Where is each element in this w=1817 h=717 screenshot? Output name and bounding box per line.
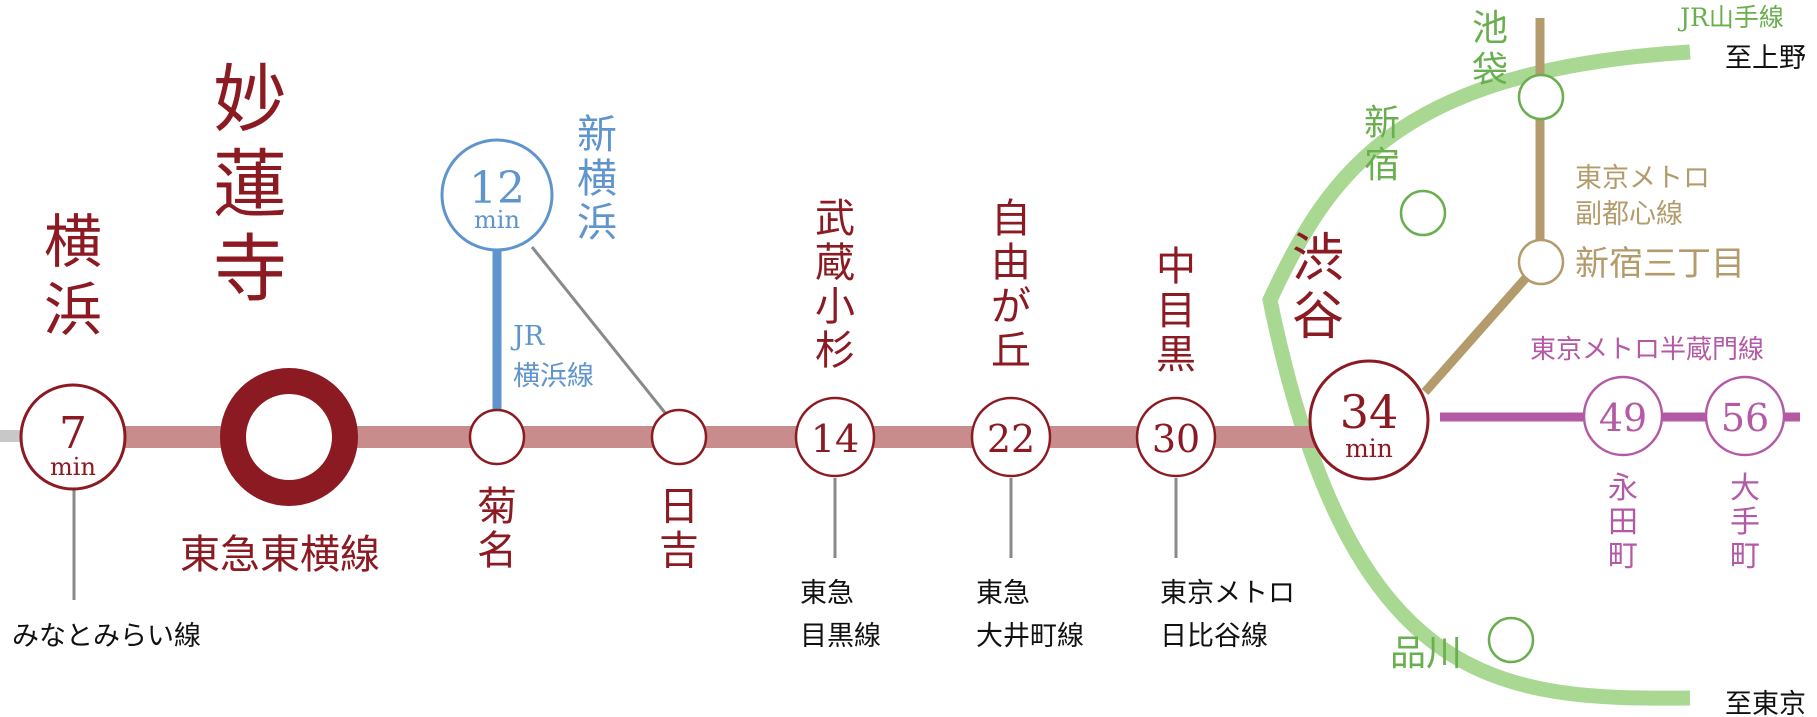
shibuya-unit: min: [1345, 434, 1393, 463]
station-nagatacho: 49: [1582, 375, 1664, 457]
destination-ueno: 至上野: [1725, 43, 1806, 74]
shinyokohama-connector: [530, 246, 668, 415]
hibiya-line-label-2: 日比谷線: [1160, 621, 1268, 652]
shinagawa-label: 品川: [1390, 633, 1462, 674]
shinjukusanchome-label: 新宿三丁目: [1575, 244, 1745, 284]
station-otemachi: 56: [1704, 375, 1786, 457]
nakameguro-time: 30: [1152, 417, 1200, 461]
hibiya-line-label-1: 東京メトロ: [1160, 578, 1295, 609]
station-nakameguro: 30: [1135, 396, 1217, 478]
jr-yokohama-label-1: JR: [510, 321, 545, 352]
station-ikebukuro: [1517, 73, 1565, 121]
yamanote-line-label: JR山手線: [1677, 3, 1784, 32]
meguro-line-label-2: 目黒線: [800, 621, 881, 652]
station-shibuya: 34 min: [1308, 359, 1430, 481]
minatomirai-line-label: みなとみらい線: [12, 621, 201, 652]
station-name-kikuna: 菊名: [477, 484, 517, 574]
station-shinjukusanchome: [1517, 238, 1565, 286]
nagatacho-time: 49: [1599, 396, 1647, 440]
meguro-line-label-1: 東急: [800, 578, 854, 609]
shinyokohama-unit: min: [474, 206, 520, 234]
shinyokohama-time: 12: [469, 163, 525, 214]
station-name-myorenji: 妙蓮寺: [213, 57, 287, 313]
jr-yokohama-label-2: 横浜線: [513, 361, 594, 392]
oimachi-line-label-1: 東急: [976, 578, 1030, 609]
station-myorenji: [220, 368, 358, 506]
station-name-otemachi: 大手町: [1730, 471, 1760, 574]
toyoko-line-stub: [0, 430, 22, 442]
station-name-hiyoshi: 日吉: [659, 484, 699, 574]
station-name-yokohama: 横浜: [44, 208, 102, 344]
fukutoshin-line-label-1: 東京メトロ: [1575, 163, 1710, 194]
station-name-jiyugaoka: 自由が丘: [991, 196, 1031, 374]
fukutoshin-line-label-2: 副都心線: [1575, 199, 1683, 230]
station-name-nakameguro: 中目黒: [1156, 244, 1196, 378]
station-hiyoshi: [650, 408, 708, 466]
shibuya-time: 34: [1340, 385, 1399, 439]
jiyugaoka-time: 22: [987, 417, 1035, 461]
toyoko-line: [22, 426, 1402, 448]
station-kikuna: [468, 408, 526, 466]
hanzomon-line-label: 東京メトロ半蔵門線: [1530, 335, 1764, 365]
station-name-shibuya: 渋谷: [1292, 229, 1344, 347]
station-jiyugaoka: 22: [970, 396, 1052, 478]
station-shinagawa: [1487, 616, 1535, 664]
station-name-musashikosugi: 武蔵小杉: [815, 196, 855, 374]
yokohama-time: 7: [59, 408, 87, 459]
otemachi-time: 56: [1721, 396, 1769, 440]
station-name-nagatacho: 永田町: [1608, 471, 1638, 574]
toyoko-line-label: 東急東横線: [180, 532, 380, 578]
station-shinjuku: [1399, 189, 1447, 237]
fukutoshin-line-branch: [1421, 259, 1544, 395]
station-name-ikebukuro: 池袋: [1472, 8, 1508, 91]
yamanote-line: [1262, 44, 1691, 706]
musashikosugi-time: 14: [811, 417, 859, 461]
oimachi-line-label-2: 大井町線: [976, 621, 1084, 652]
yokohama-unit: min: [50, 453, 96, 481]
station-musashikosugi: 14: [794, 396, 876, 478]
destination-tokyo: 至東京: [1725, 689, 1806, 717]
station-shinyokohama: 12 min: [440, 138, 554, 252]
station-name-shinyokohama: 新横浜: [577, 112, 617, 246]
station-yokohama: 7 min: [19, 383, 127, 491]
station-name-shinjuku: 新宿: [1364, 103, 1400, 186]
